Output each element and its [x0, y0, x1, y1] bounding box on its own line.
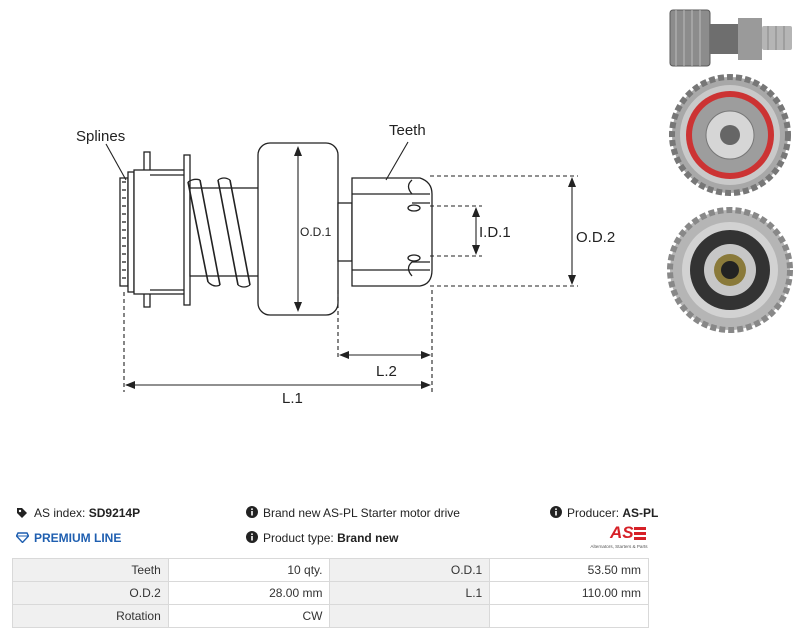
spec-value: 53.50 mm	[489, 558, 649, 582]
label-teeth: Teeth	[389, 122, 426, 139]
label-od1: O.D.1	[300, 225, 332, 239]
spec-value: 28.00 mm	[167, 581, 331, 605]
description-row: Brand new AS-PL Starter motor drive	[246, 506, 460, 521]
spec-key: L.1	[329, 581, 491, 605]
spec-value: CW	[167, 604, 331, 628]
spec-key: Teeth	[12, 558, 169, 582]
as-index-row: AS index: SD9214P	[16, 506, 140, 521]
spec-key	[329, 604, 491, 628]
label-od2: O.D.2	[576, 229, 615, 246]
spec-key: O.D.2	[12, 581, 169, 605]
table-row: O.D.2 28.00 mm L.1 110.00 mm	[12, 581, 649, 605]
label-l2: L.2	[376, 363, 397, 380]
label-l1: L.1	[282, 390, 303, 407]
producer-row: Producer: AS-PL	[550, 506, 658, 521]
as-index-label: AS index:	[34, 506, 86, 520]
spec-value	[489, 604, 649, 628]
technical-drawing: Splines Teeth O.D.1 O.D.2 I.D.1 L.2 L.1	[76, 122, 615, 407]
logo-tagline: Alternators, Starters & Parts	[590, 544, 648, 549]
spec-value: 110.00 mm	[489, 581, 649, 605]
table-row: Teeth 10 qty. O.D.1 53.50 mm	[12, 558, 649, 582]
info-icon	[246, 506, 258, 521]
diamond-icon	[15, 532, 30, 546]
spring-housing	[189, 187, 263, 277]
logo-stripes	[634, 527, 646, 540]
as-pl-logo: AS Alternators, Starters & Parts	[588, 524, 650, 552]
table-row: Rotation CW	[12, 604, 649, 628]
premium-line-badge: PREMIUM LINE	[15, 531, 122, 546]
as-index-value: SD9214P	[88, 506, 141, 520]
label-splines: Splines	[76, 128, 125, 145]
tag-icon	[16, 507, 29, 521]
producer-value: AS-PL	[622, 506, 659, 520]
premium-line-label: PREMIUM LINE	[34, 531, 122, 545]
product-type-value: Brand new	[337, 531, 399, 545]
logo-mark: AS	[610, 523, 634, 542]
product-photos	[660, 0, 800, 340]
spec-key: O.D.1	[329, 558, 491, 582]
product-type-row: Product type: Brand new	[246, 531, 398, 546]
spec-value: 10 qty.	[167, 558, 331, 582]
product-type-label: Product type:	[263, 531, 334, 545]
photo-front-view	[669, 74, 791, 196]
photo-side-view	[669, 9, 792, 67]
info-icon	[550, 506, 562, 521]
producer-label: Producer:	[567, 506, 620, 520]
product-description: Brand new AS-PL Starter motor drive	[263, 506, 460, 520]
photo-back-view	[667, 207, 793, 333]
info-icon	[246, 531, 258, 546]
spec-key: Rotation	[12, 604, 169, 628]
spring-coil	[187, 179, 251, 286]
label-id1: I.D.1	[479, 224, 511, 241]
specifications-table: Teeth 10 qty. O.D.1 53.50 mm O.D.2 28.00…	[12, 558, 649, 628]
